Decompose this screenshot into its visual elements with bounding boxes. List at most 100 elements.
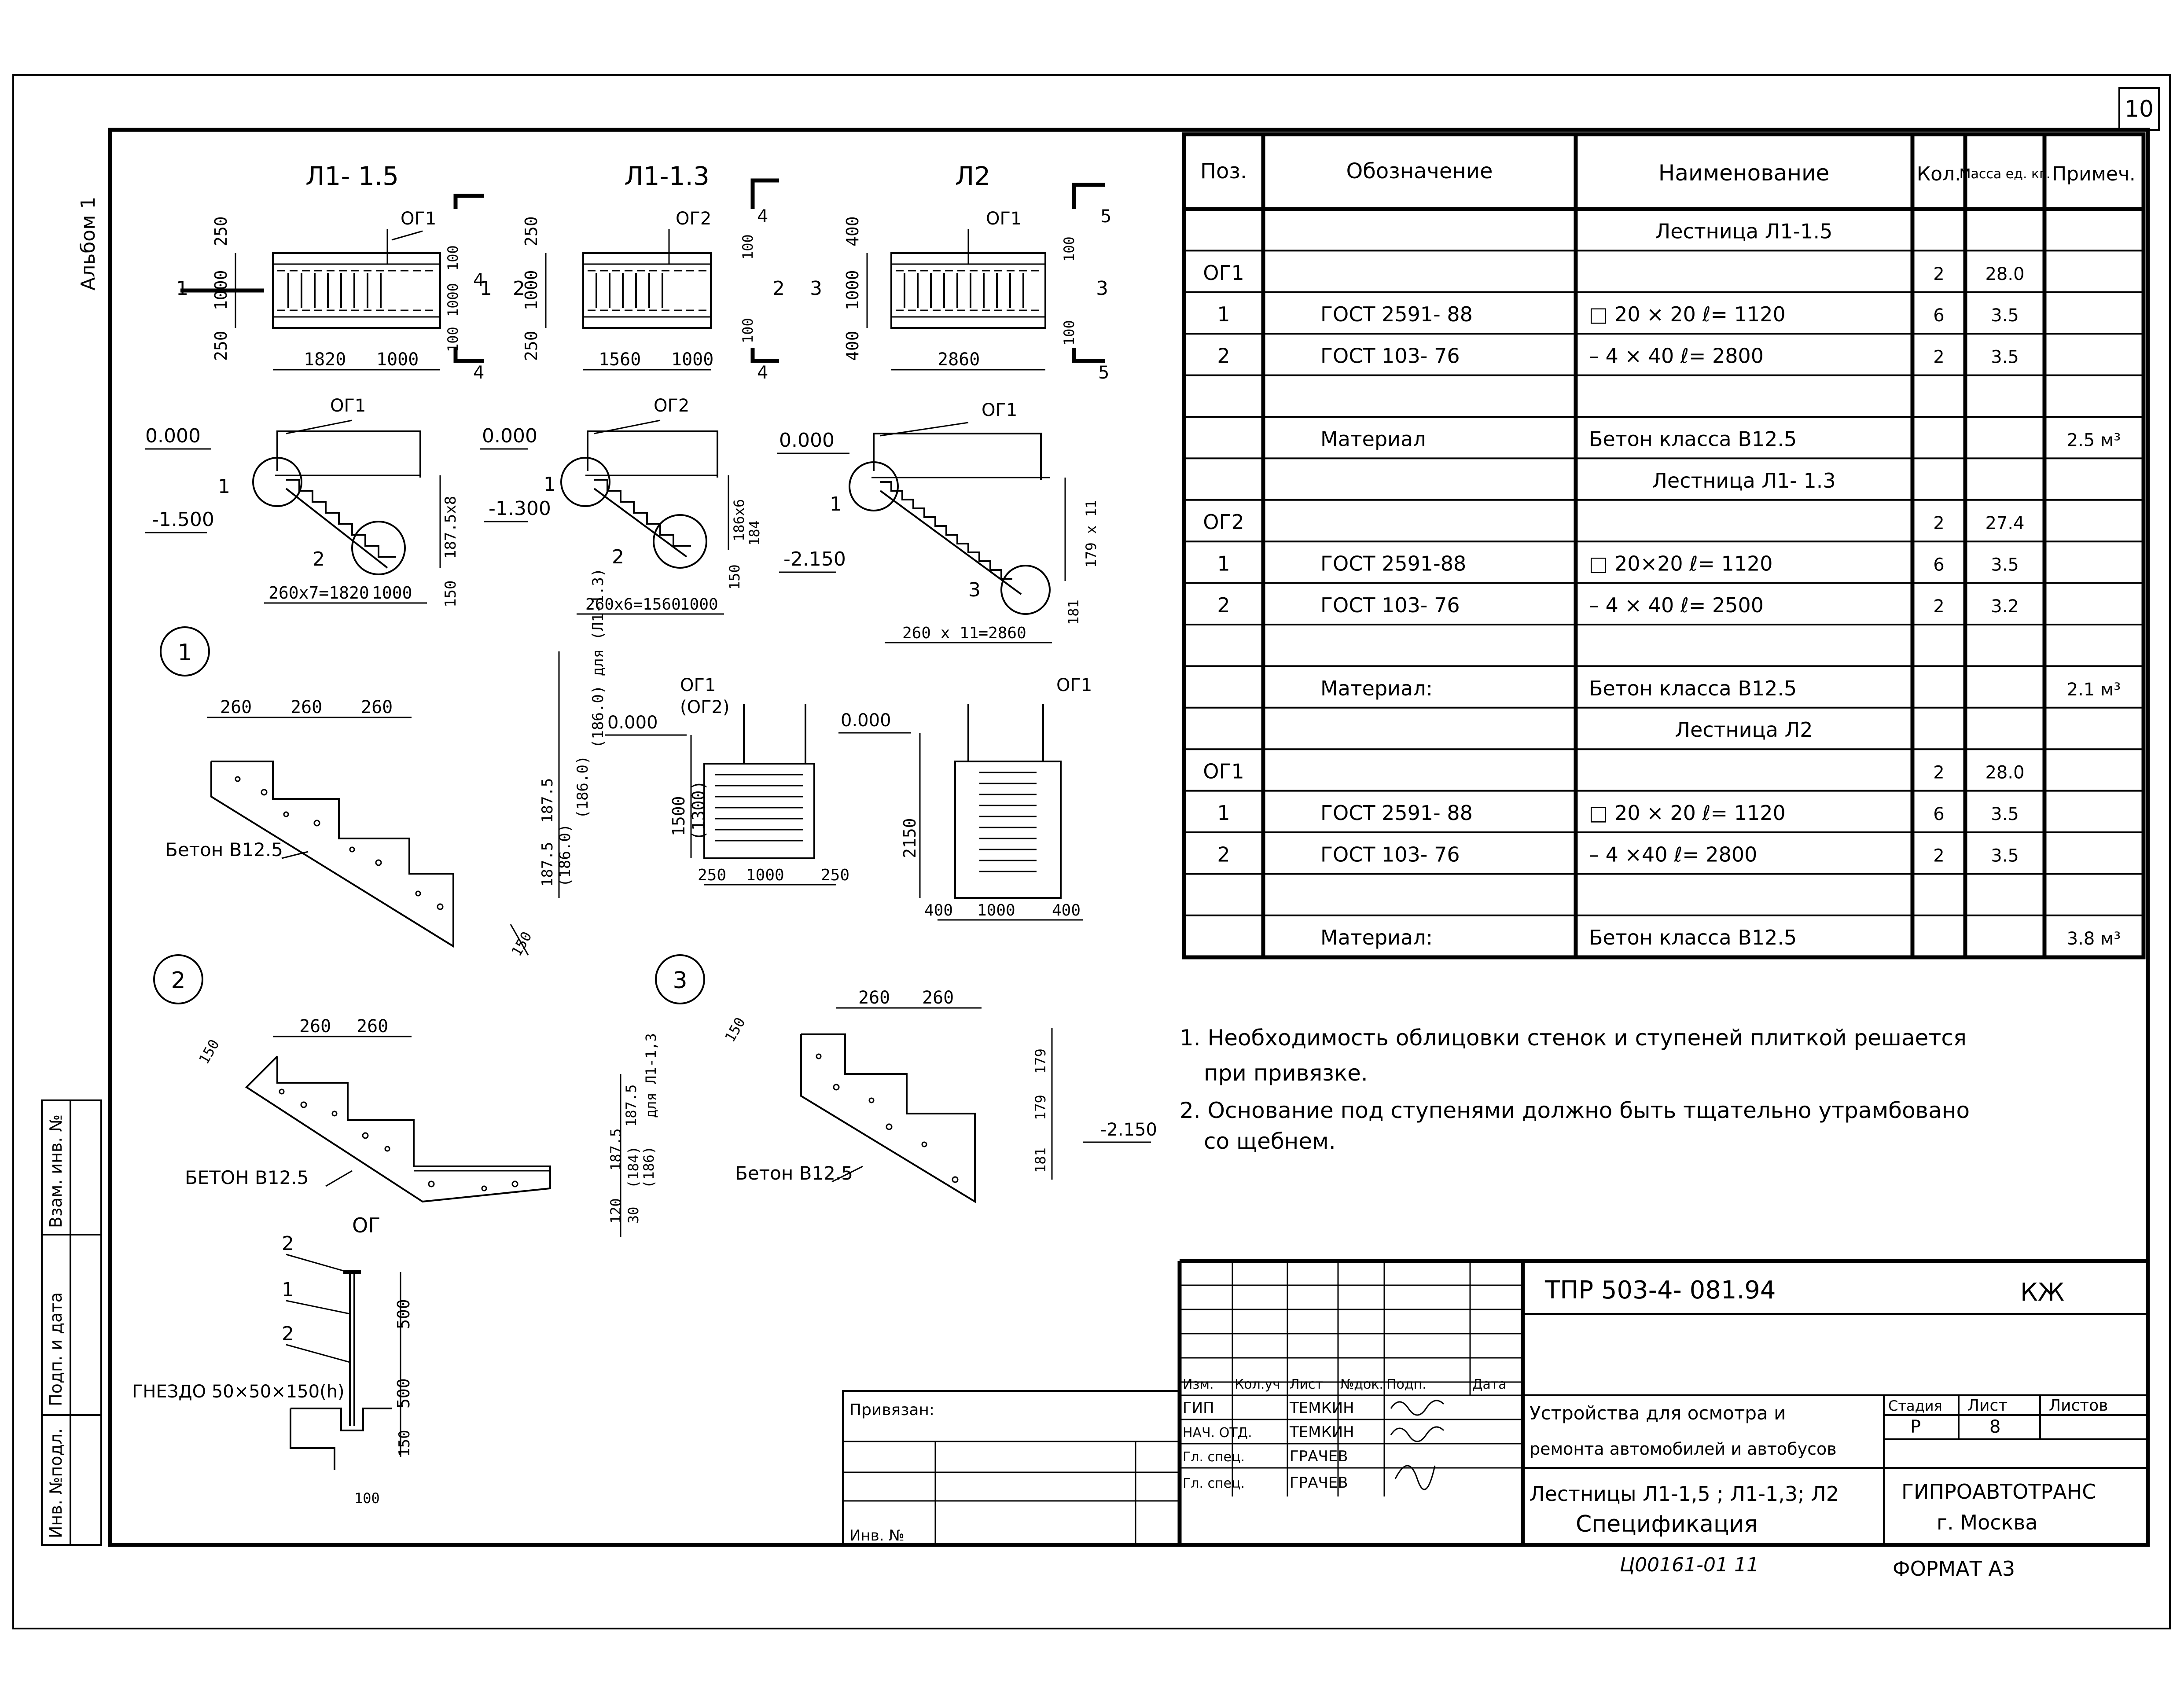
svg-text:ГИП: ГИП [1183,1399,1214,1417]
plan-l2: Л2 ОГ1 400 1000 400 2860 5 5 3 3 100 100 [810,161,1111,383]
svg-text:БЕТОН В12.5: БЕТОН В12.5 [185,1167,309,1188]
spec-cell: Лестница Л1- 1.3 [1652,469,1835,493]
svg-text:4: 4 [757,363,768,383]
svg-text:5: 5 [1098,363,1109,383]
spec-cell: 2 [1217,593,1230,617]
svg-text:Подп.: Подп. [1386,1377,1427,1392]
svg-text:100: 100 [445,245,461,271]
svg-text:2: 2 [313,548,325,570]
spec-cell: 2 [1933,846,1944,866]
svg-text:250: 250 [522,331,541,361]
svg-text:НАЧ. ОТД.: НАЧ. ОТД. [1183,1425,1252,1441]
svg-text:4: 4 [473,270,484,290]
sheet-number: 10 [2125,96,2154,122]
svg-text:ГРАЧЕВ: ГРАЧЕВ [1290,1448,1348,1465]
spec-cell: – 4 × 40 ℓ= 2800 [1589,344,1764,368]
svg-text:при привязке.: при привязке. [1204,1060,1368,1086]
svg-text:260х6=1560: 260х6=1560 [585,596,681,614]
svg-text:3: 3 [1096,277,1108,300]
og-detail: ОГ 2 1 2 500 500 150 100 ГНЕЗДО 50×50×15… [132,1213,413,1507]
spec-cell: Лестница Л1-1.5 [1655,219,1833,243]
spec-cell: □ 20 × 20 ℓ= 1120 [1589,302,1786,326]
svg-text:1820: 1820 [304,349,346,370]
plan-l1-13: Л1-1.3 ОГ2 250 1000 250 1560 1000 4 4 2 … [513,161,785,383]
svg-text:500: 500 [394,1378,413,1408]
title-block: ТПР 503-4- 081.94 КЖ Изм. Кол.уч Лист №д… [842,1259,2148,1581]
spec-cell: ГОСТ 103- 76 [1320,842,1460,866]
svg-text:2: 2 [612,546,624,568]
svg-text:(184): (184) [625,1146,642,1188]
notes: 1. Необходимость облицовки стенок и ступ… [1180,1025,1970,1154]
svg-text:260: 260 [922,988,954,1008]
svg-text:Стадия: Стадия [1888,1397,1942,1414]
svg-text:ТЕМКИН: ТЕМКИН [1289,1423,1354,1441]
svg-text:ОГ1: ОГ1 [401,209,436,229]
svg-text:1000: 1000 [445,283,461,317]
spec-cell: Лестница Л2 [1675,718,1813,742]
spec-cell: Материал: [1320,926,1433,949]
section-l1-15: ОГ1 0.000 -1.500 1 2 260х7=1820 1000 150… [145,396,460,607]
svg-text:1: 1 [177,640,192,666]
svg-text:260: 260 [290,697,322,717]
svg-text:0.000: 0.000 [145,425,201,447]
svg-text:181: 181 [1032,1147,1049,1173]
spec-cell: 2 [1217,842,1230,866]
svg-text:(186.0): (186.0) [574,756,592,819]
svg-text:2: 2 [513,277,525,300]
svg-text:1: 1 [544,473,556,496]
svg-text:0.000: 0.000 [841,710,891,731]
svg-text:100: 100 [1061,320,1077,346]
svg-text:260 х 11=2860: 260 х 11=2860 [902,624,1026,642]
svg-text:4: 4 [473,363,484,383]
spec-cell: Материал [1320,427,1426,451]
spec-cell: 28.0 [1985,264,2024,284]
svg-text:1000: 1000 [680,596,718,614]
plan-title: Л1- 1.5 [305,161,399,191]
svg-text:120: 120 [607,1198,624,1224]
plan-l1-15: Л1- 1.5 ОГ1 250 1000 250 1820 1000 4 4 1… [176,161,492,383]
spec-cell: ОГ1 [1203,261,1244,285]
svg-text:260: 260 [361,697,393,717]
svg-text:1. Необходимость облицовки сте: 1. Необходимость облицовки стенок и ступ… [1180,1025,1967,1051]
svg-text:2. Основание под ступенями дол: 2. Основание под ступенями должно быть т… [1180,1098,1970,1123]
spec-cell: ОГ1 [1203,760,1244,783]
svg-text:Кол.уч: Кол.уч [1235,1377,1280,1392]
svg-text:100: 100 [739,318,756,343]
svg-text:1: 1 [282,1279,294,1301]
svg-text:Лист: Лист [1290,1377,1323,1392]
svg-text:5: 5 [1100,206,1111,227]
svg-text:2150: 2150 [900,818,919,858]
spec-cell: 2.1 м³ [2067,680,2121,700]
svg-text:Инв. №: Инв. № [849,1527,904,1544]
svg-text:400: 400 [1052,901,1081,919]
spec-cell: 3.5 [1991,347,2019,368]
spec-cell: ГОСТ 2591- 88 [1320,302,1473,326]
svg-text:1000: 1000 [977,901,1015,919]
svg-text:1: 1 [830,493,842,515]
signature [1394,1465,1436,1490]
svg-text:-2.150: -2.150 [1100,1120,1157,1140]
node-3: 3 260 260 Бетон В12.5 150 181 179 179 -2… [655,954,1157,1203]
svg-text:-1.500: -1.500 [152,508,214,531]
svg-text:2: 2 [772,277,785,300]
left-strip: Инв. №подл. Подп. и дата Взам. инв. № [41,1099,102,1546]
svg-text:Бетон В12.5: Бетон В12.5 [165,839,283,860]
svg-text:(1300): (1300) [689,780,708,841]
svg-text:1560: 1560 [599,349,641,370]
svg-text:400: 400 [843,331,862,361]
spec-cell: 2 [1933,763,1944,783]
format-label: ФОРМАТ А3 [1893,1557,2015,1581]
spec-cell: 1 [1217,801,1230,825]
spec-cell: 27.4 [1985,513,2024,533]
inner-frame [108,128,2150,1547]
podp-data-label: Подп. и дата [46,1292,66,1406]
spec-header-designation: Обозначение [1346,159,1493,184]
cut-4: ОГ1 (ОГ2) 0.000 1500 (1300) 250 1000 250 [605,675,849,886]
svg-text:ОГ: ОГ [352,1213,380,1237]
spec-cell: □ 20×20 ℓ= 1120 [1589,552,1773,576]
svg-text:100: 100 [739,234,756,260]
svg-text:(186): (186) [640,1146,657,1188]
spec-cell: ГОСТ 103- 76 [1320,344,1460,368]
svg-text:260: 260 [299,1016,331,1037]
